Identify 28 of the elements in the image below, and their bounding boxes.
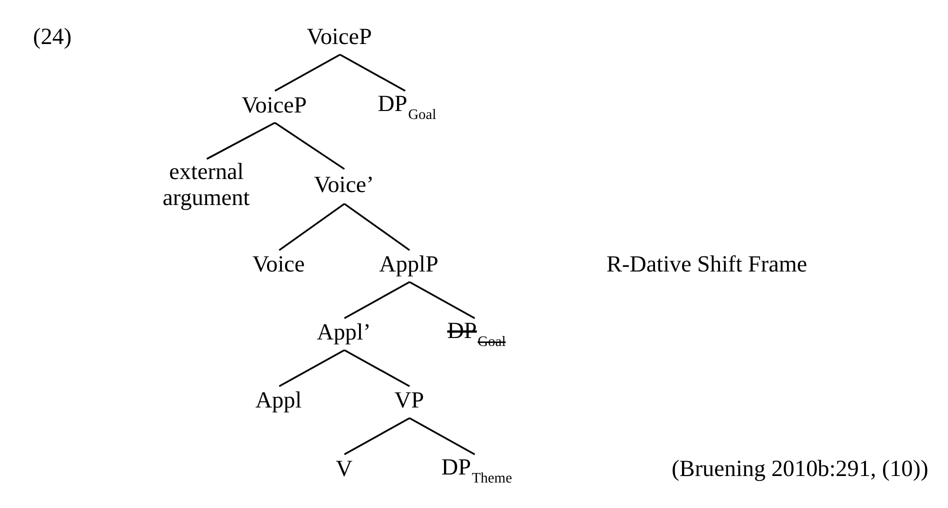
node-text: Voice’ — [314, 171, 374, 198]
node-text: VoiceP — [242, 92, 307, 118]
connector — [344, 348, 410, 387]
connector — [340, 53, 406, 92]
connector — [274, 53, 340, 92]
connector — [344, 280, 410, 318]
connector — [344, 416, 410, 455]
node-text: Appl — [255, 387, 302, 414]
connector — [274, 122, 345, 170]
connector — [206, 121, 276, 160]
node-text: Voice — [252, 251, 305, 278]
node-text: DP$_{Theme}$ — [441, 454, 512, 486]
node-text: ApplP — [379, 251, 438, 278]
connector — [278, 202, 345, 250]
node-text: external argument — [162, 158, 250, 210]
connector — [409, 416, 476, 455]
connector — [278, 348, 345, 387]
node-text: DP$_{Goal}$ — [378, 90, 436, 122]
label: (24) — [33, 24, 72, 50]
node-text: DP$_{Goal}$ — [447, 318, 506, 350]
node-text: V — [336, 455, 352, 482]
connector — [409, 280, 476, 318]
node-text: VoiceP — [306, 24, 372, 50]
node-text: VP — [394, 387, 424, 414]
label: (Bruening 2010b:291, (10)) — [672, 455, 928, 482]
label: R-Dative Shift Frame — [606, 251, 808, 278]
connector — [344, 202, 410, 250]
node-text: Appl’ — [316, 319, 371, 346]
